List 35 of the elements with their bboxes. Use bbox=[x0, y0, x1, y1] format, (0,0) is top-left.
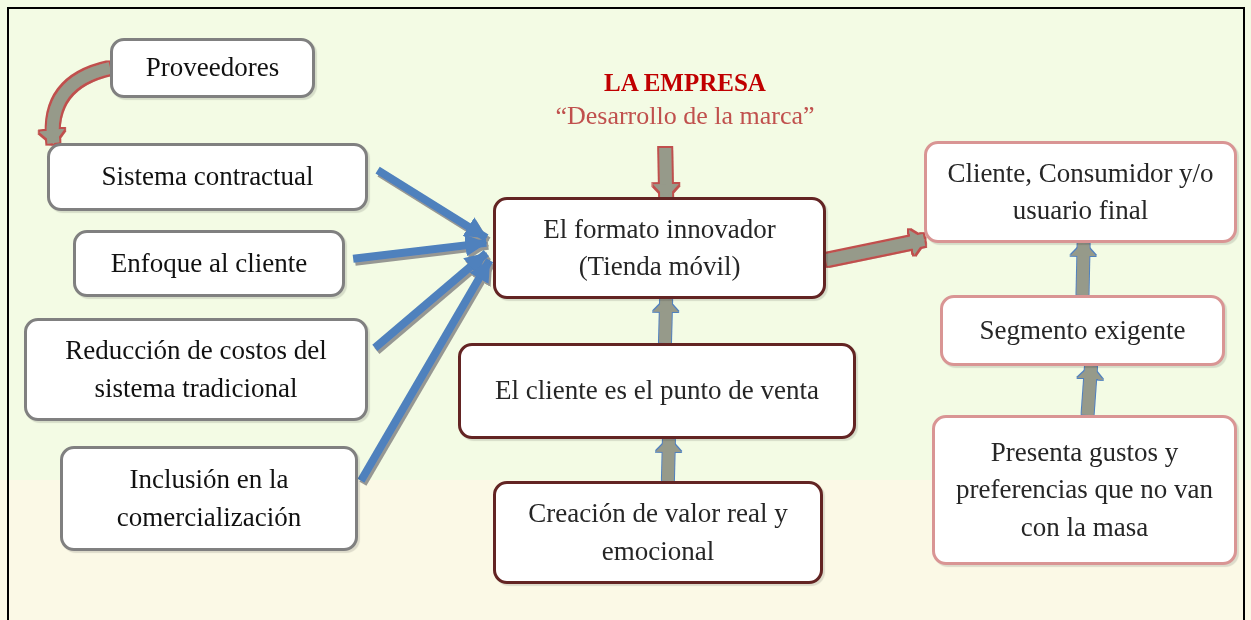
box-text: Cliente, Consumidor y/o usuario final bbox=[946, 156, 1215, 227]
process-box bbox=[47, 143, 368, 211]
box-text: El formato innovador (Tienda móvil) bbox=[542, 212, 777, 283]
process-box bbox=[493, 197, 826, 299]
box-text: Inclusión en la comercialización bbox=[115, 463, 303, 534]
block-arrow bbox=[652, 147, 679, 198]
subtitle-text: “Desarrollo de la marca” bbox=[555, 100, 815, 133]
block-arrow bbox=[1077, 365, 1104, 416]
arrow bbox=[375, 166, 489, 242]
block-arrow bbox=[655, 438, 682, 482]
arrow bbox=[372, 250, 489, 351]
box-text: Creación de valor real y emocional bbox=[527, 497, 789, 568]
process-box bbox=[60, 446, 358, 551]
process-box bbox=[924, 141, 1237, 243]
box-text: Reducción de costos del sistema tradicional bbox=[64, 334, 328, 405]
block-arrow bbox=[824, 229, 926, 267]
box-text: Presenta gustos y preferencias que no van con la masa bbox=[955, 436, 1214, 544]
arrow bbox=[352, 234, 488, 263]
arrow bbox=[357, 258, 494, 483]
process-box bbox=[932, 415, 1237, 565]
process-box bbox=[458, 343, 856, 439]
process-box bbox=[73, 230, 345, 297]
process-box bbox=[940, 295, 1225, 366]
process-box bbox=[110, 38, 315, 98]
title-text: LA EMPRESA bbox=[604, 67, 766, 98]
box-text: Segmento exigente bbox=[979, 313, 1186, 347]
block-arrow bbox=[652, 298, 679, 344]
box-text: Sistema contractual bbox=[101, 160, 314, 194]
box-text: Enfoque al cliente bbox=[110, 246, 308, 280]
process-box bbox=[24, 318, 368, 421]
block-arrow bbox=[1070, 242, 1097, 296]
process-box bbox=[493, 481, 823, 584]
block-arrow bbox=[39, 62, 112, 144]
box-text: El cliente es el punto de venta bbox=[495, 374, 819, 408]
box-text: Proveedores bbox=[145, 51, 280, 85]
